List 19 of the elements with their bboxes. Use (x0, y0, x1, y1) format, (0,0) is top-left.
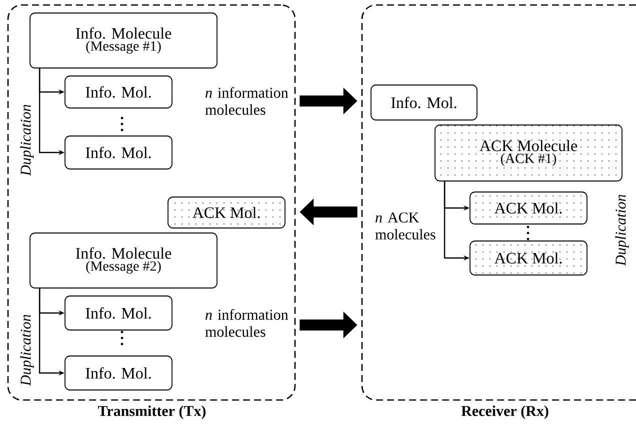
ack-molecule-box: ACK Molecule (ACK #1) (434, 124, 622, 182)
container-title: Transmitter (Tx) (98, 406, 206, 420)
molecule-box: Info. Mol. (64, 296, 172, 330)
molecule-box: Info. Mol. (370, 84, 478, 120)
molecule-box: Info. Molecule (Message #1) (30, 12, 218, 68)
note-text: n information molecules (205, 309, 288, 337)
molecule-box: Info. Mol. (64, 136, 172, 170)
ack-molecule-box: ACK Mol. (470, 192, 588, 224)
container-title: Receiver (Rx) (461, 406, 548, 420)
ack-molecule-box: ACK Mol. (168, 196, 286, 228)
ack-molecule-box: ACK Mol. (470, 240, 588, 276)
rotated-label: Duplication (20, 104, 34, 176)
molecule-box: Info. Molecule (Message #2) (30, 232, 218, 288)
rotated-label: Duplication (20, 314, 34, 386)
note-text: n ACK molecules (375, 212, 436, 240)
molecule-box: Info. Mol. (64, 76, 172, 108)
note-text: n information molecules (205, 87, 288, 115)
molecule-box: Info. Mol. (64, 356, 172, 390)
rotated-label: Duplication (615, 194, 629, 266)
